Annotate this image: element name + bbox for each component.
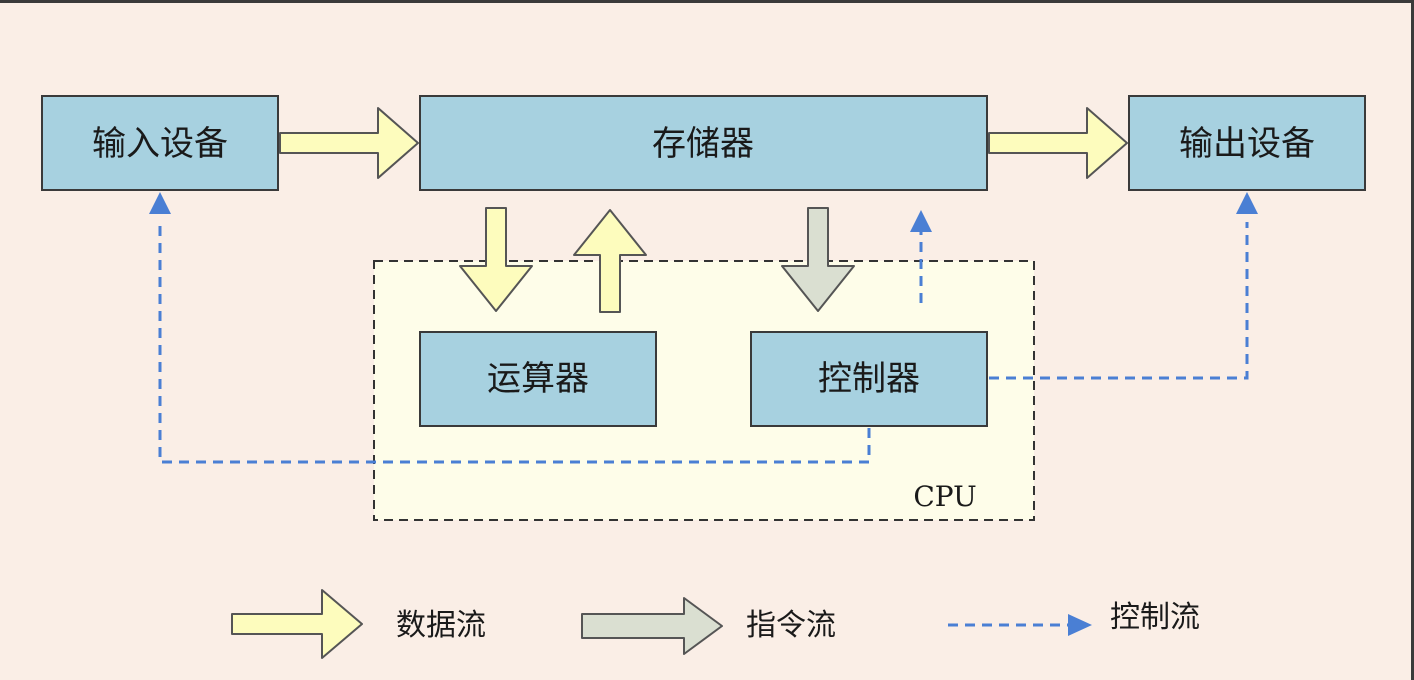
- legend-control-flow-arrowhead: [1068, 614, 1092, 636]
- legend-instruction-flow-label: 指令流: [746, 608, 836, 643]
- controller-box: 控制器: [750, 331, 988, 427]
- data-arrow-input-to-memory: [279, 107, 419, 179]
- legend-instruction-flow-arrow: [581, 597, 723, 655]
- memory-label: 存储器: [652, 124, 754, 164]
- controller-label: 控制器: [818, 359, 920, 399]
- control-line-controller-to-output: [989, 222, 1249, 380]
- data-arrow-memory-to-output: [988, 107, 1128, 179]
- frame-right-border: [1411, 0, 1414, 680]
- output-device-box: 输出设备: [1128, 95, 1366, 191]
- legend-data-flow-label: 数据流: [396, 608, 486, 643]
- legend: 数据流 指令流 控制流: [231, 589, 1200, 659]
- control-arrowhead-input: [149, 192, 171, 214]
- data-arrow-memory-to-alu: [459, 207, 533, 312]
- output-device-label: 输出设备: [1179, 124, 1315, 164]
- instruction-arrow-memory-to-controller: [781, 207, 855, 312]
- control-arrowhead-output: [1236, 192, 1258, 214]
- input-device-box: 输入设备: [41, 95, 279, 191]
- legend-data-flow-arrow: [231, 589, 363, 659]
- control-arrowhead-memory: [910, 210, 932, 232]
- alu-label: 运算器: [487, 359, 589, 399]
- alu-box: 运算器: [419, 331, 657, 427]
- control-line-controller-to-input: [158, 222, 871, 464]
- legend-control-flow-label: 控制流: [1110, 600, 1200, 635]
- memory-box: 存储器: [419, 95, 988, 191]
- cpu-label: CPU: [913, 480, 976, 513]
- input-device-label: 输入设备: [92, 124, 228, 164]
- frame-top-border: [0, 0, 1414, 3]
- data-arrow-alu-to-memory: [573, 209, 647, 313]
